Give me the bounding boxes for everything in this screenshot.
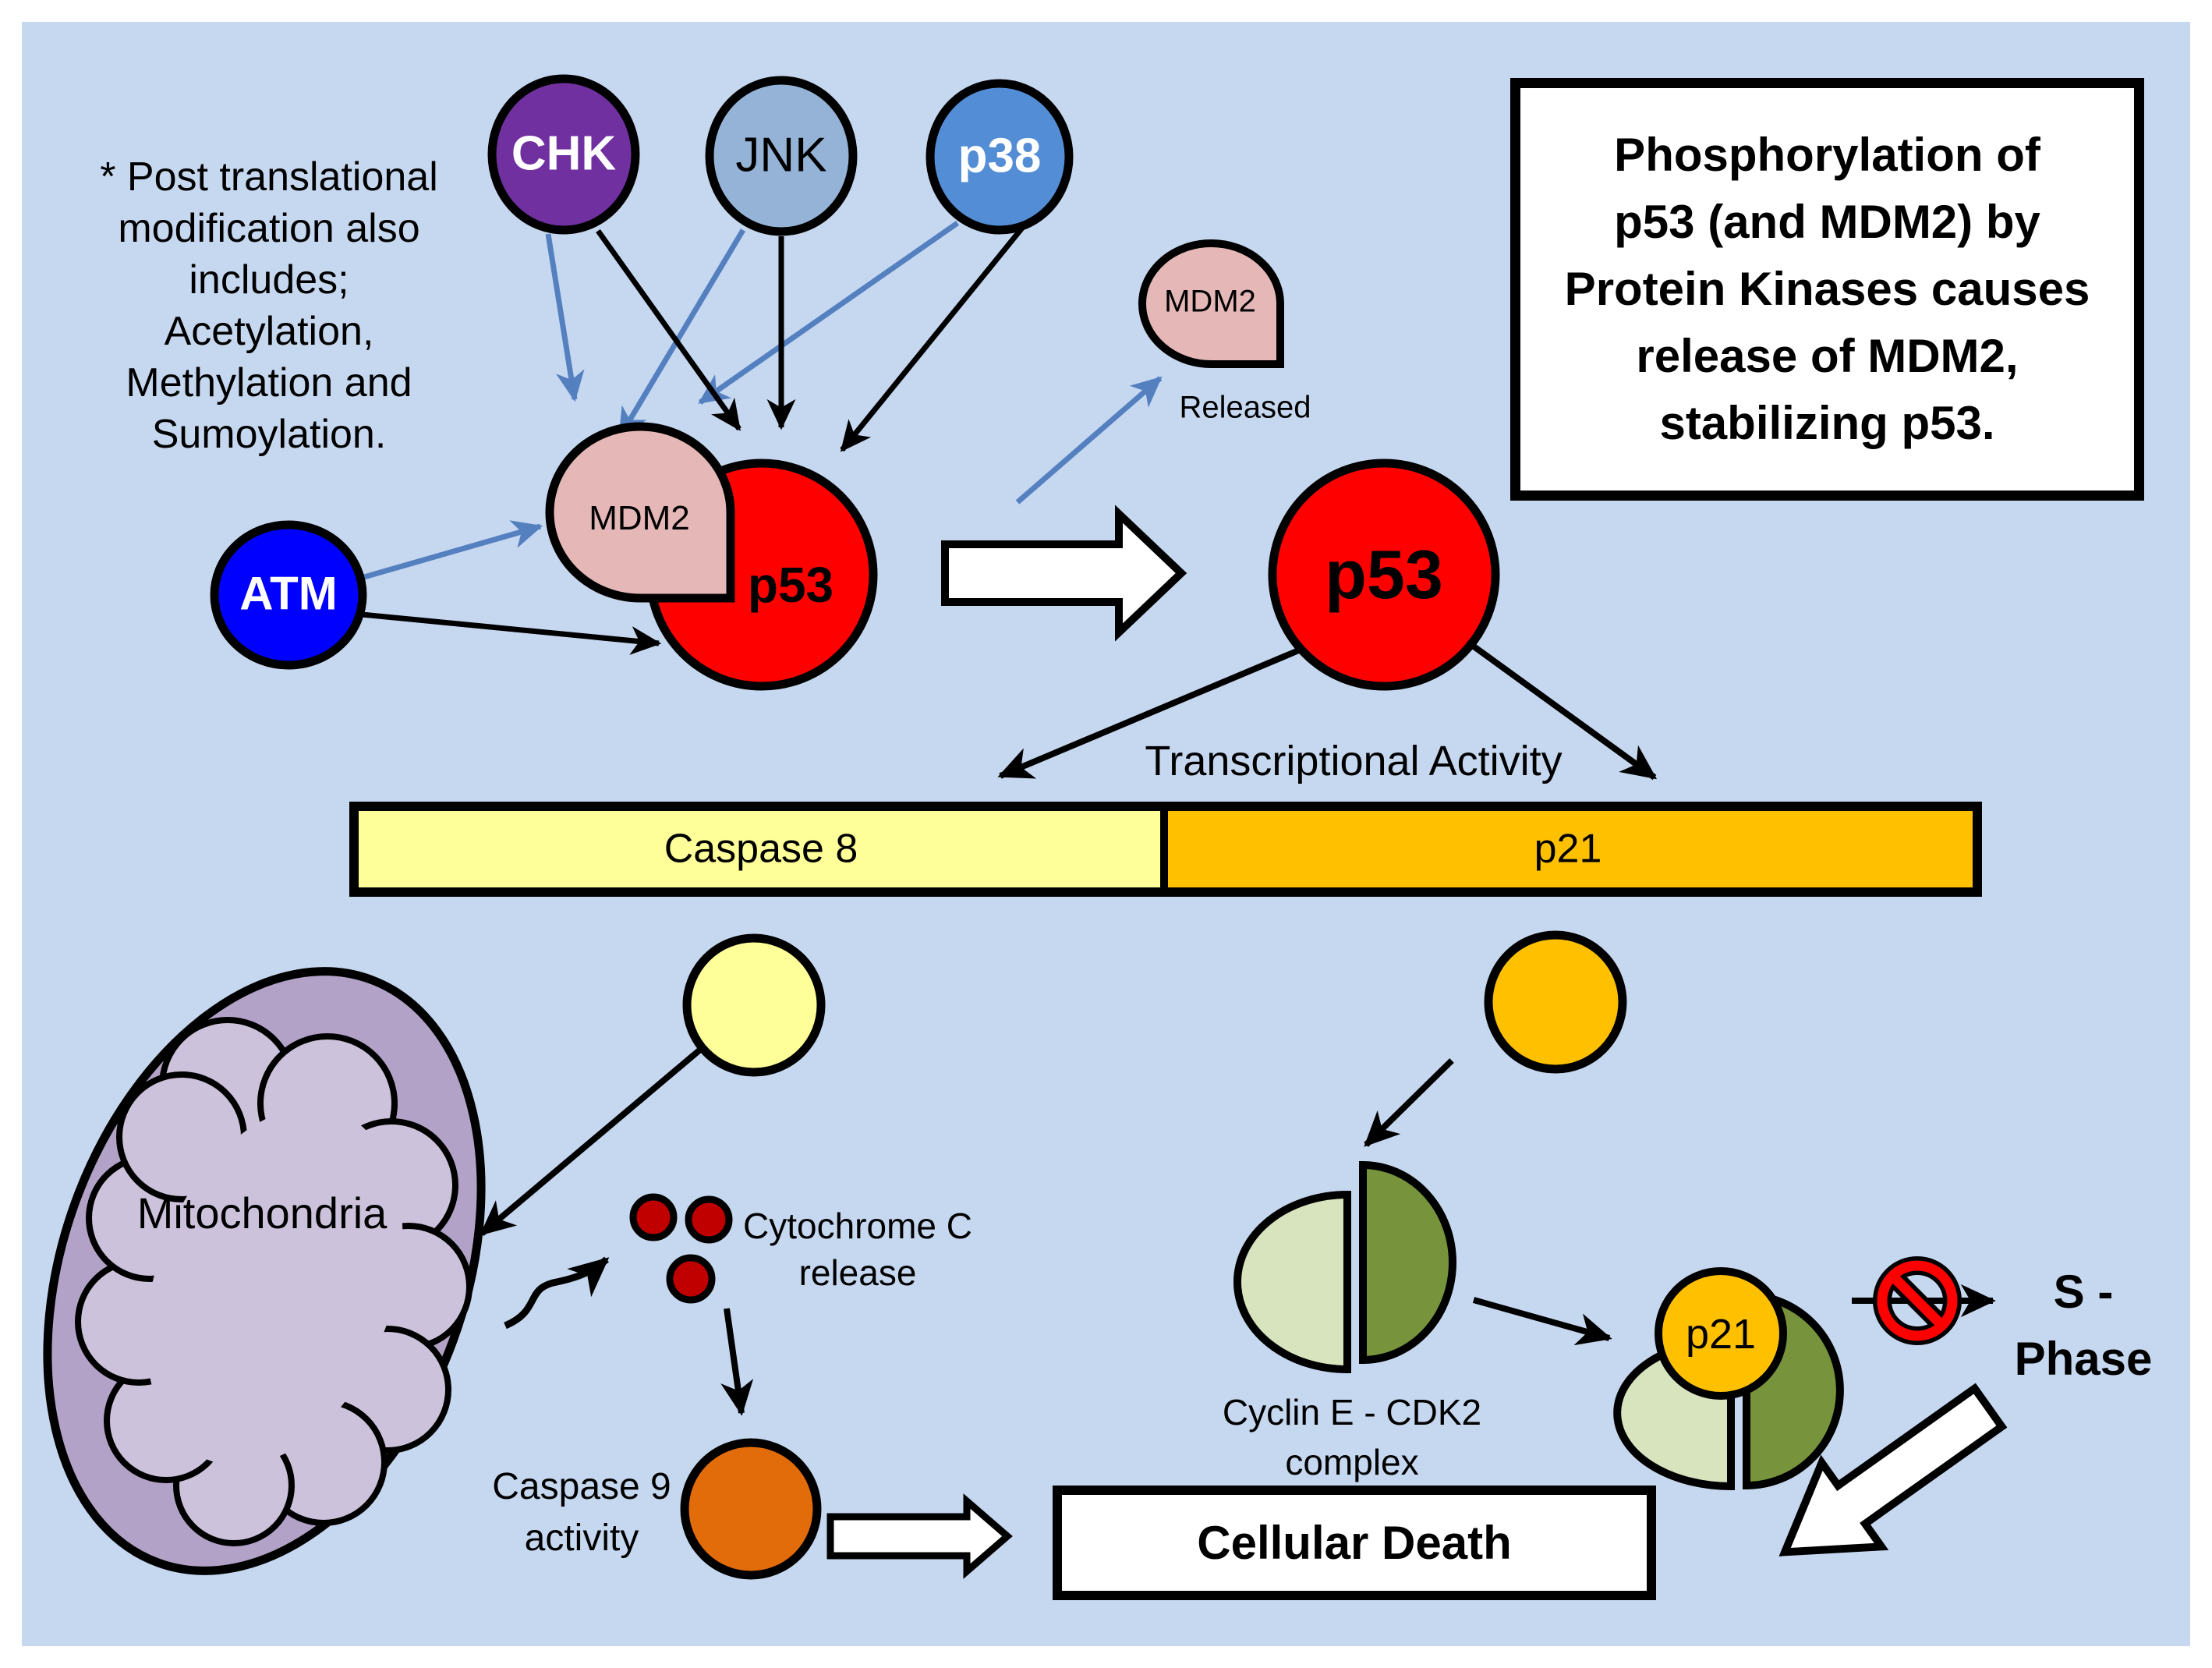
chk-node [487, 74, 640, 235]
mdm2-released-node [1138, 239, 1284, 368]
cytochrome-release-label: Cytochrome C release [743, 1206, 972, 1293]
p21-protein-node [1484, 930, 1627, 1074]
cytochrome-dot [685, 1195, 733, 1244]
caspase8-gene-segment [359, 811, 1160, 887]
p21-gene-segment [1168, 811, 1973, 887]
jnk-label: JNK [735, 128, 827, 182]
p53-to-p21-arrow [1465, 639, 1658, 781]
info-box: Phosphorylation of p53 (and MDM2) by Pro… [1510, 78, 2144, 501]
caspase9-to-death-block-arrow [826, 1493, 1013, 1579]
chk-label: CHK [511, 126, 617, 181]
p38-to-p53-arrow [840, 225, 1025, 452]
mitochondria-release-squiggle-arrow [504, 1256, 610, 1330]
atm-to-mdm2-arrow [363, 520, 543, 580]
mdm2-released-label: MDM2 [1164, 284, 1256, 319]
caspase8-to-mitochondria-arrow [480, 1046, 703, 1237]
released-caption: Released [1179, 390, 1311, 425]
p53-free-node [1268, 459, 1500, 691]
cdk2-half [1359, 1160, 1456, 1365]
cellular-death-label: Cellular Death [1197, 1517, 1512, 1569]
caspase8-protein-node [682, 933, 826, 1077]
p53-to-caspase8-arrow [997, 646, 1302, 779]
caspase9-node [680, 1438, 822, 1580]
p21-gene-label: p21 [1534, 826, 1602, 872]
mitochondria-shape [43, 967, 486, 1575]
mitochondria-label: Mitochondria [136, 1188, 388, 1238]
mdm2-bound-label: MDM2 [589, 499, 690, 538]
p53-bound-label: p53 [747, 557, 834, 614]
chk-to-mdm2-arrow [545, 233, 585, 402]
mdm2-bound-node [545, 422, 735, 603]
p38-node [926, 79, 1074, 235]
cellular-death-box: Cellular Death [1053, 1486, 1656, 1600]
transcriptional-activity-label: Transcriptional Activity [1145, 738, 1563, 785]
atm-label: ATM [239, 567, 338, 620]
atm-node [210, 520, 367, 670]
p21-inhibitor-node [1655, 1267, 1787, 1400]
cytochrome-dot [629, 1193, 678, 1241]
p21-to-cyclin-arrow [1364, 1058, 1454, 1147]
cyclinE-half [1233, 1190, 1351, 1374]
post-translational-note: * Post translational modification also i… [100, 154, 438, 457]
cytochrome-to-caspase9-arrow [720, 1308, 754, 1416]
sphase-to-death-block-arrow [1778, 1383, 2008, 1556]
p53-free-label: p53 [1325, 536, 1443, 614]
caspase8-gene-label: Caspase 8 [664, 826, 858, 872]
info-box-text: Phosphorylation of p53 (and MDM2) by Pro… [1564, 129, 2090, 449]
p38-to-mdm2-arrow [698, 221, 960, 405]
jnk-to-mdm2-arrow [617, 228, 746, 439]
chk-to-p53-arrow [596, 228, 741, 431]
jnk-node [705, 76, 858, 236]
stabilization-block-arrow [941, 505, 1187, 642]
release-arrow [1015, 376, 1163, 505]
atm-to-p53-arrow [361, 611, 662, 655]
cyclin-to-blocked-complex-arrow [1472, 1297, 1612, 1346]
s-phase-label: S - Phase [2014, 1266, 2153, 1385]
no-entry-icon [1873, 1256, 1962, 1345]
caspase9-activity-label: Caspase 9 activity [492, 1466, 671, 1559]
p21-inhibitor-label: p21 [1685, 1311, 1757, 1358]
cytochrome-dot [666, 1254, 716, 1304]
cyclin-cdk2-label: Cyclin E - CDK2 complex [1222, 1392, 1482, 1482]
p38-label: p38 [957, 129, 1042, 183]
